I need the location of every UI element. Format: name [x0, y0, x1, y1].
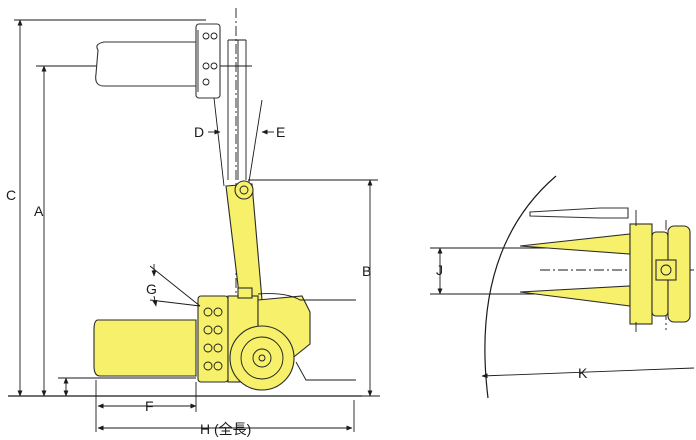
label-k: K — [578, 365, 588, 381]
fork-top-upper — [519, 233, 631, 255]
label-f: F — [145, 398, 154, 414]
side-view — [8, 8, 380, 432]
label-e: E — [276, 124, 285, 140]
mast — [225, 183, 263, 303]
label-b: B — [362, 263, 371, 279]
turning-radius-arc — [484, 175, 557, 399]
label-g: G — [146, 281, 157, 297]
label-h: H (全長) — [200, 421, 251, 437]
raised-fork-outline — [95, 23, 221, 99]
carriage — [197, 295, 229, 383]
dimension-labels: C A D E B G F H (全長) J K — [6, 124, 588, 437]
label-d: D — [194, 124, 204, 140]
fork-top-lower — [519, 285, 631, 307]
label-j: J — [436, 262, 443, 278]
label-c: C — [6, 187, 16, 203]
front-wheel — [229, 325, 295, 391]
label-a: A — [34, 203, 44, 219]
forklift-body — [93, 180, 356, 391]
top-view — [430, 175, 696, 399]
lowered-fork — [93, 319, 197, 377]
